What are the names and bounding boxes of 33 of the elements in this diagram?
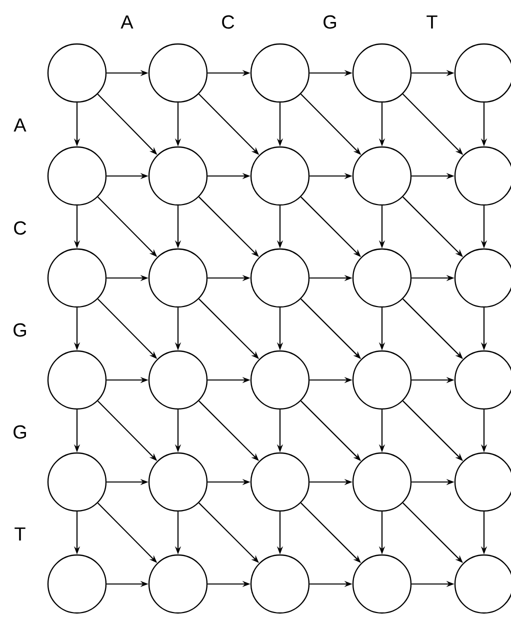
sequence-letter: C bbox=[14, 221, 26, 235]
circle-node bbox=[250, 248, 310, 308]
sequence-letter: G bbox=[14, 323, 26, 337]
circle-node bbox=[250, 554, 310, 614]
circle-node bbox=[47, 248, 107, 308]
circle-node bbox=[47, 554, 107, 614]
circle-node bbox=[352, 350, 412, 410]
circle-node bbox=[148, 43, 208, 103]
circle-node bbox=[148, 452, 208, 512]
circle-node bbox=[250, 350, 310, 410]
circle-node bbox=[352, 554, 412, 614]
circle-node bbox=[47, 452, 107, 512]
circle-node bbox=[47, 350, 107, 410]
sequence-letter: A bbox=[14, 118, 26, 132]
sequence-letter: T bbox=[14, 527, 26, 541]
circle-node bbox=[148, 554, 208, 614]
circle-node bbox=[148, 350, 208, 410]
circle-node bbox=[250, 452, 310, 512]
circle-node bbox=[352, 43, 412, 103]
circle-node bbox=[352, 248, 412, 308]
circle-node bbox=[47, 146, 107, 206]
circle-node bbox=[47, 43, 107, 103]
sequence-letter: G bbox=[14, 425, 26, 439]
sequence-letter: A bbox=[120, 15, 134, 29]
circle-node bbox=[352, 452, 412, 512]
circle-node bbox=[148, 248, 208, 308]
sequence-letter: G bbox=[324, 15, 336, 29]
sequence-letter: C bbox=[222, 15, 234, 29]
circle-node bbox=[250, 43, 310, 103]
sequence-letter: T bbox=[426, 15, 438, 29]
circle-node bbox=[250, 146, 310, 206]
circle-node bbox=[352, 146, 412, 206]
circle-node bbox=[148, 146, 208, 206]
